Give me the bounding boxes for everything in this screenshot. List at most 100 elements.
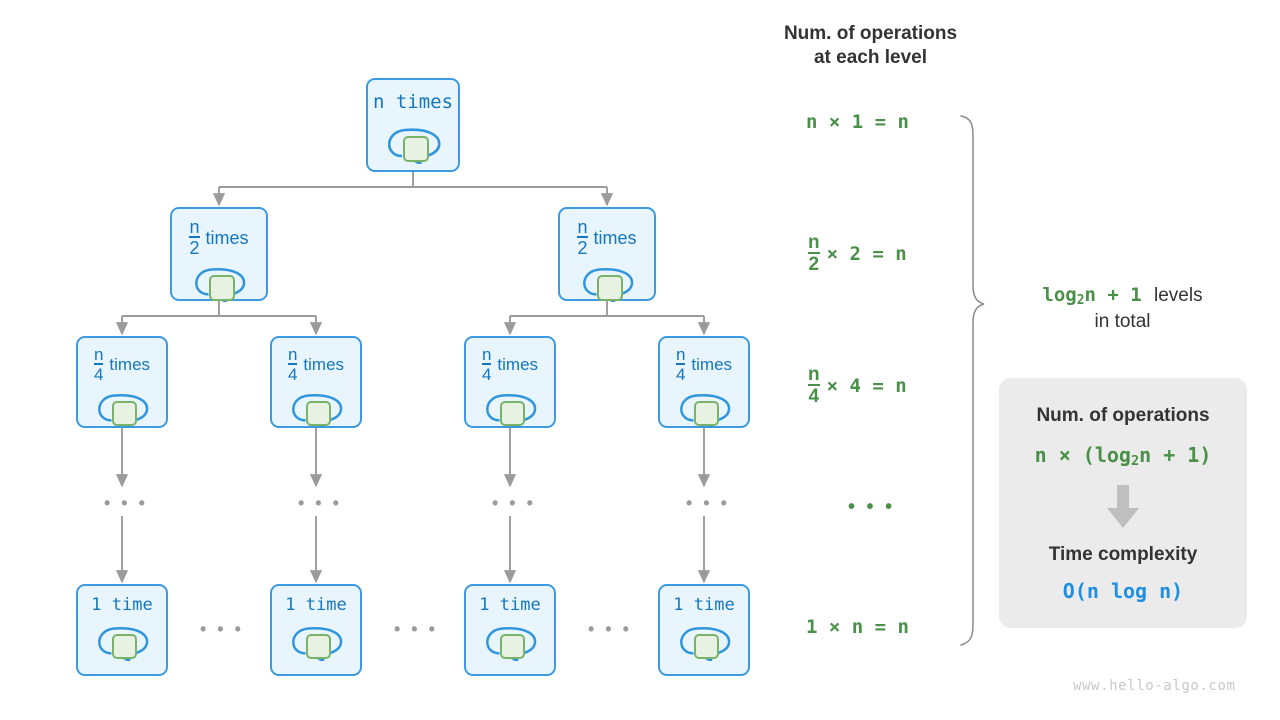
operations-fraction: n 4 xyxy=(808,365,820,407)
node-label-space xyxy=(384,93,395,112)
operation-unit xyxy=(694,400,719,426)
tree-node-l2-1[interactable]: n 4 times xyxy=(76,336,168,428)
node-label: n 4 times xyxy=(481,346,538,384)
panel-complexity-value: O(n log n) xyxy=(1062,578,1184,603)
operation-unit xyxy=(306,634,331,659)
levels-second-line: in total xyxy=(1094,311,1151,333)
node-label: 1 time xyxy=(91,597,152,614)
node-label-space xyxy=(684,597,694,614)
levels-formula-base: 2 xyxy=(1076,292,1085,308)
node-label-text: n xyxy=(372,91,385,113)
node-label: n 4 times xyxy=(675,345,732,384)
level-ellipsis-1: • • • xyxy=(104,493,148,513)
panel-formula-base: 2 xyxy=(1130,452,1140,469)
node-label: 1 time xyxy=(285,597,346,614)
node-label-text: 1 xyxy=(285,595,296,615)
fraction-denominator: 2 xyxy=(189,236,200,259)
self-loop-icon xyxy=(185,260,253,302)
node-label: n 4 times xyxy=(93,345,150,385)
tree-node-leaf-2[interactable]: 1 time xyxy=(270,584,362,676)
node-label-suffix: times xyxy=(205,227,249,248)
fraction-numerator: n xyxy=(93,345,104,364)
level-ellipsis-2: • • • xyxy=(298,493,342,513)
panel-formula-prefix: n × (log xyxy=(1034,443,1131,467)
node-label-text: 1 xyxy=(479,595,490,615)
levels-formula-tail: n + 1 xyxy=(1084,284,1142,306)
fraction-numerator: n xyxy=(808,232,820,253)
operations-fraction: n 2 xyxy=(808,233,820,275)
operations-row-leaf: 1 × n = n xyxy=(806,616,909,638)
node-fraction: n 2 xyxy=(189,217,200,259)
operation-unit xyxy=(112,400,137,426)
levels-brace xyxy=(960,115,985,646)
node-fraction: n 4 xyxy=(675,345,686,384)
node-label-suffix: times xyxy=(593,227,637,248)
fraction-numerator: n xyxy=(577,217,588,237)
node-label: 1 time xyxy=(479,597,540,614)
fraction-numerator: n xyxy=(189,217,200,237)
panel-formula-suffix: n + 1) xyxy=(1139,443,1212,467)
tree-node-l1-left[interactable]: n 2 times xyxy=(170,207,268,302)
operations-row-text: × 2 = n xyxy=(826,242,907,265)
self-loop-icon xyxy=(477,386,543,428)
tree-node-l2-3[interactable]: n 4 times xyxy=(464,336,556,428)
panel-operations-title: Num. of operations xyxy=(1036,405,1210,426)
self-loop-icon xyxy=(283,619,349,661)
tree-node-l1-right[interactable]: n 2 times xyxy=(558,207,656,302)
node-fraction: n 4 xyxy=(287,345,298,385)
node-label: n times xyxy=(373,93,453,112)
operation-unit xyxy=(306,400,331,426)
node-fraction: n 4 xyxy=(93,345,104,385)
self-loop-icon xyxy=(671,619,737,661)
leaf-ellipsis-1: • • • xyxy=(200,619,244,639)
operations-row-ellipsis: • • • xyxy=(848,496,896,518)
tree-node-l2-4[interactable]: n 4 times xyxy=(658,336,750,428)
operations-row-text: × 4 = n xyxy=(826,374,907,397)
operation-unit xyxy=(209,274,235,301)
operation-unit xyxy=(694,634,719,659)
leaf-ellipsis-3: • • • xyxy=(588,619,632,639)
levels-label: levels xyxy=(1154,285,1203,306)
self-loop-icon xyxy=(477,619,543,661)
operation-unit xyxy=(500,634,525,659)
fraction-numerator: n xyxy=(675,345,686,364)
fraction-numerator: n xyxy=(287,345,298,364)
operations-row-level-1: n 2 × 2 = n xyxy=(808,233,907,275)
level-ellipsis-3: • • • xyxy=(492,493,536,513)
node-label-text: 1 xyxy=(91,595,102,615)
operations-row-level-2: n 4 × 4 = n xyxy=(808,365,907,407)
self-loop-icon xyxy=(573,260,641,302)
tree-node-leaf-3[interactable]: 1 time xyxy=(464,584,556,676)
tree-node-leaf-4[interactable]: 1 time xyxy=(658,584,750,676)
node-fraction: n 4 xyxy=(481,346,492,384)
level-ellipsis-4: • • • xyxy=(686,493,730,513)
fraction-denominator: 2 xyxy=(808,252,820,276)
node-label-suffix: time xyxy=(305,595,347,615)
fraction-denominator: 4 xyxy=(287,363,298,385)
operations-column-title: Num. of operations at each level xyxy=(783,23,958,69)
operations-row-text: 1 × n = n xyxy=(806,616,909,638)
node-label-space xyxy=(490,597,500,614)
node-fraction: n 2 xyxy=(577,217,588,258)
operation-unit xyxy=(403,136,429,162)
watermark: www.hello-algo.com xyxy=(1073,678,1236,694)
operations-row-level-0: n × 1 = n xyxy=(806,111,909,133)
node-label: 1 time xyxy=(673,597,734,614)
tree-node-root[interactable]: n times xyxy=(366,78,460,172)
fraction-numerator: n xyxy=(808,364,820,385)
operation-unit xyxy=(112,634,137,659)
node-label-suffix: time xyxy=(693,595,735,615)
node-label: n 2 times xyxy=(189,217,249,259)
fraction-denominator: 4 xyxy=(808,384,820,408)
node-label-space xyxy=(296,597,306,614)
down-arrow-icon xyxy=(1106,484,1140,529)
levels-total-note: log2n + 1 levels in total xyxy=(1005,283,1240,335)
tree-node-leaf-1[interactable]: 1 time xyxy=(76,584,168,676)
fraction-denominator: 4 xyxy=(93,363,104,385)
node-label: n 4 times xyxy=(287,345,344,385)
self-loop-icon xyxy=(671,386,737,428)
tree-node-l2-2[interactable]: n 4 times xyxy=(270,336,362,428)
panel-complexity-title: Time complexity xyxy=(1048,543,1198,565)
node-label-space xyxy=(102,597,112,614)
